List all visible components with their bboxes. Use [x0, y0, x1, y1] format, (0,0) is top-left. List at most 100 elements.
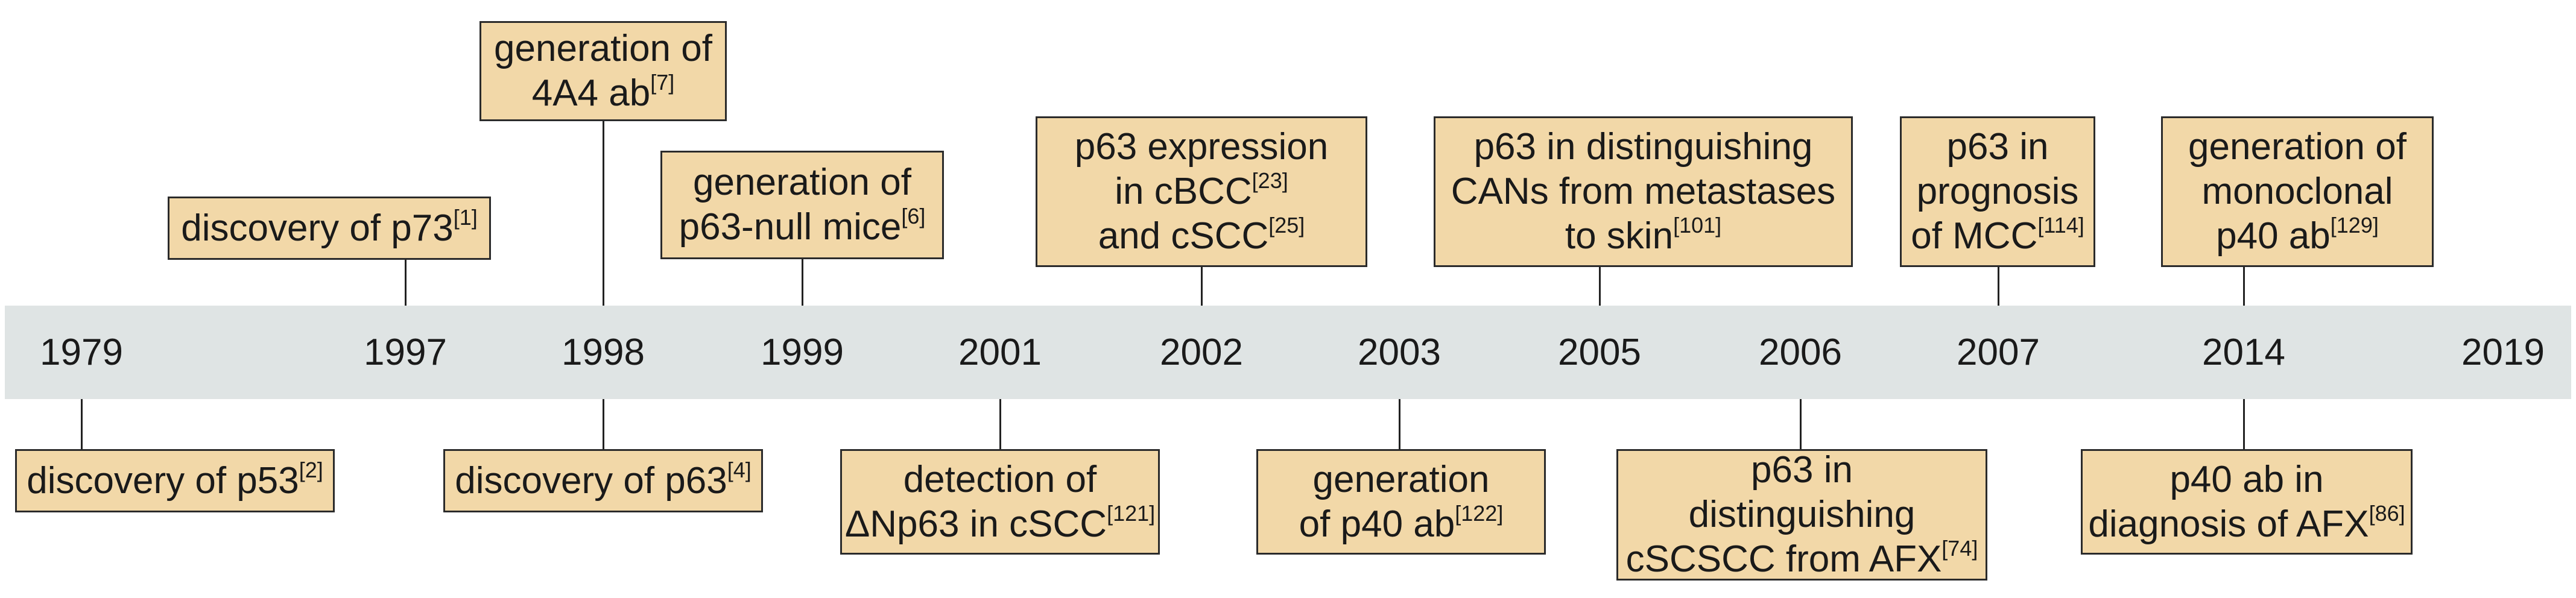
citation-ref: [122] [1455, 500, 1504, 526]
year-label-2003: 2003 [1358, 332, 1441, 373]
event-text: p63 in distinguishing [1473, 126, 1813, 168]
event-line: monoclonal [2201, 169, 2393, 214]
event-line: of MCC[114] [1911, 214, 2084, 259]
year-label-2019: 2019 [2461, 332, 2545, 373]
event-line: of p40 ab[122] [1299, 502, 1504, 547]
event-text: discovery of p53 [27, 459, 299, 502]
event-text: of MCC [1911, 215, 2038, 257]
year-label-2007: 2007 [1957, 332, 2040, 373]
year-label-1998: 1998 [562, 332, 645, 373]
event-text: p40 ab [2216, 215, 2331, 257]
event-text: p40 ab in [2169, 458, 2324, 500]
connector-line [802, 259, 803, 306]
connector-line [1399, 399, 1400, 449]
connector-line [999, 399, 1001, 449]
event-line: generation of [494, 27, 712, 71]
event-text: cSCSCC from AFX [1625, 538, 1942, 580]
citation-ref: [6] [901, 204, 926, 229]
event-line: discovery of p53[2] [27, 459, 323, 503]
event-text: prognosis [1916, 171, 2079, 212]
event-line: p63 in distinguishing [1474, 125, 1813, 169]
event-text: generation of [2188, 126, 2407, 168]
event-text: detection of [903, 458, 1097, 500]
year-label-2014: 2014 [2202, 332, 2285, 373]
event-line: p63 in [1947, 125, 2049, 169]
event-line: 4A4 ab[7] [532, 71, 675, 116]
event-text: p63 in [1751, 449, 1853, 491]
event-line: generation of [693, 160, 911, 205]
event-line: prognosis [1917, 169, 2079, 214]
event-line: discovery of p73[1] [181, 206, 478, 251]
event-line: diagnosis of AFX[86] [2088, 502, 2405, 547]
citation-ref: [2] [299, 457, 323, 482]
event-line: generation [1312, 458, 1489, 502]
connector-line [81, 399, 83, 449]
connector-line [2243, 267, 2245, 306]
event-line: detection of [903, 458, 1097, 502]
event-text: p63-null mice [679, 206, 902, 248]
event-line: distinguishing [1689, 493, 1916, 537]
event-line: to skin[101] [1565, 214, 1721, 259]
connector-line [405, 260, 407, 306]
citation-ref: [129] [2330, 213, 2379, 238]
citation-ref: [101] [1673, 213, 1722, 238]
event-text: in cBCC [1115, 171, 1252, 212]
event-text: generation of [494, 28, 712, 69]
year-label-1999: 1999 [761, 332, 844, 373]
event-text: monoclonal [2201, 171, 2393, 212]
event-line: discovery of p63[4] [455, 459, 752, 503]
event-line: generation of [2188, 125, 2407, 169]
citation-ref: [25] [1268, 213, 1305, 238]
event-box-p73: discovery of p73[1] [168, 197, 491, 260]
event-text: p63 in [1946, 126, 2049, 168]
event-text: 4A4 ab [531, 72, 651, 114]
event-line: p40 ab[129] [2216, 214, 2379, 259]
connector-line [1201, 267, 1203, 306]
event-text: diagnosis of AFX [2088, 503, 2369, 545]
year-label-2002: 2002 [1160, 332, 1243, 373]
event-text: to skin [1565, 215, 1674, 257]
connector-line [603, 121, 604, 306]
event-line: CANs from metastases [1451, 169, 1835, 214]
year-label-2005: 2005 [1558, 332, 1641, 373]
citation-ref: [86] [2369, 500, 2405, 526]
year-label-1979: 1979 [40, 332, 123, 373]
event-text: discovery of p73 [181, 207, 454, 249]
citation-ref: [4] [727, 457, 752, 482]
connector-line [2243, 399, 2245, 449]
event-text: distinguishing [1688, 494, 1916, 535]
event-line: p63 expression [1075, 125, 1329, 169]
connector-line [1800, 399, 1802, 449]
event-text: of p40 ab [1299, 503, 1455, 545]
citation-ref: [23] [1252, 168, 1288, 194]
connector-line [1998, 267, 1999, 306]
timeline-band [5, 306, 2571, 399]
event-line: in cBCC[23] [1115, 169, 1288, 214]
event-text: CANs from metastases [1451, 171, 1836, 212]
connector-line [1599, 267, 1601, 306]
event-text: ΔNp63 in cSCC [844, 503, 1107, 545]
event-line: p40 ab in [2169, 458, 2323, 502]
event-line: ΔNp63 in cSCC[121] [845, 502, 1155, 547]
event-box-p53: discovery of p53[2] [15, 449, 335, 512]
year-label-2001: 2001 [958, 332, 1042, 373]
event-text: generation [1312, 458, 1490, 500]
citation-ref: [121] [1107, 500, 1156, 526]
event-text: discovery of p63 [455, 459, 727, 502]
event-text: and cSCC [1098, 215, 1269, 257]
citation-ref: [7] [650, 70, 675, 95]
event-box-p63: discovery of p63[4] [443, 449, 763, 512]
event-text: p63 expression [1074, 126, 1329, 168]
citation-ref: [74] [1941, 536, 1978, 561]
year-label-1997: 1997 [364, 332, 447, 373]
event-text: generation of [693, 162, 911, 203]
